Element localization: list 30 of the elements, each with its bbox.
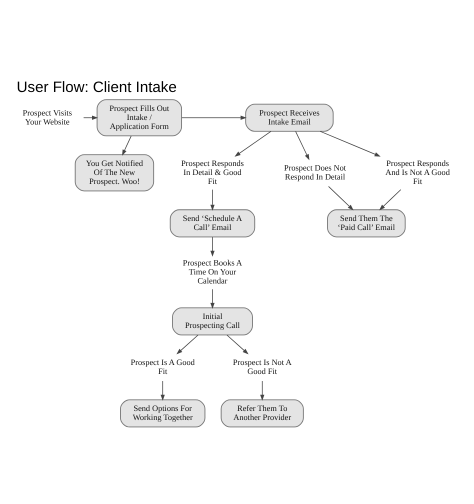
node-box: Send Them The ‘Paid Call’ Email [327,209,406,238]
node-text: Prospect Responds In Detail & Good Fit [181,158,244,186]
node-text: Prospect Is A Good Fit [130,358,195,376]
arrow [122,136,132,156]
arrow [210,288,215,309]
arrow [160,380,165,401]
arrow [260,380,264,401]
node-text: Prospect Visits Your Website [22,108,72,126]
node-box: You Get Notified Of The New Prospect. Woo! [74,154,154,192]
arrow [181,116,247,120]
node-text: Prospect Responds And Is Not A Good Fit [385,158,450,186]
node-text: Prospect Books A Time On Your Calendar [182,258,242,286]
node-box: Send ‘Schedule A Call’ Email [170,209,256,238]
node-box: Prospect Receives Intake Email [245,104,334,132]
arrow [320,130,381,157]
arrow [210,189,215,211]
arrow [176,334,198,354]
node-box: Initial Prospecting Call [172,307,253,336]
node-box: Prospect Fills Out Intake / Application Form [96,99,182,136]
arrow [379,189,402,210]
arrow [328,186,354,210]
arrow [234,130,272,157]
arrow [226,334,249,354]
node-text: Prospect Is Not A Good Fit [232,358,292,376]
diagram-title: User Flow: Client Intake [16,79,177,96]
node-box: Send Options For Working Together [120,399,206,428]
node-text: Prospect Does Not Respond In Detail [284,163,346,182]
node-box: Refer Them To Another Provider [220,399,304,428]
arrow [210,236,215,257]
arrow [295,131,310,160]
